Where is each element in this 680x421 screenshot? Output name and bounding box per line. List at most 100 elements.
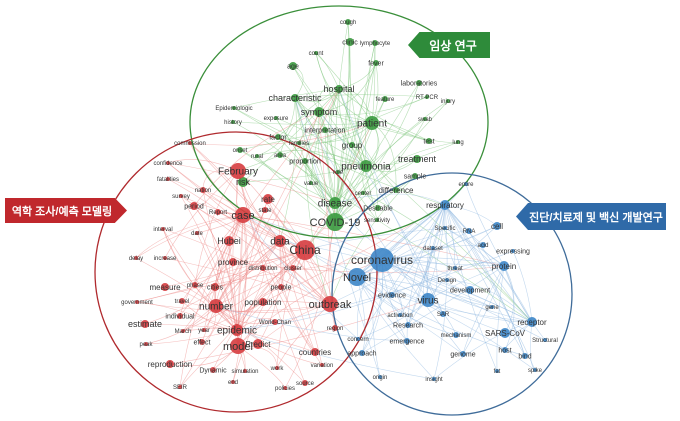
network-edge: [334, 118, 426, 223]
node-label: host: [498, 347, 511, 354]
network-node-epidemiology: simulation: [231, 369, 259, 375]
node-circle: [356, 337, 360, 341]
node-circle: [490, 305, 494, 309]
node-circle: [141, 320, 149, 328]
network-node-epidemiology: interval: [153, 227, 173, 233]
network-edge: [232, 121, 373, 125]
network-edge: [356, 276, 457, 336]
network-edge: [215, 305, 323, 366]
node-label: feature: [376, 97, 395, 103]
node-circle: [375, 205, 381, 211]
network-node-epidemiology: increase: [154, 256, 177, 262]
network-node-diagnosis: RNA: [463, 228, 476, 235]
network-node-clinical: symptom: [301, 107, 337, 117]
network-edge: [362, 192, 533, 323]
network-edge: [236, 214, 248, 331]
network-edge: [444, 204, 498, 372]
node-circle: [179, 194, 183, 198]
node-label: population: [245, 298, 282, 307]
node-circle: [432, 377, 436, 381]
network-edge: [242, 88, 340, 183]
node-circle: [230, 163, 246, 179]
node-label: RNA: [463, 229, 476, 235]
network-edge: [257, 240, 282, 345]
network-node-diagnosis: Design: [438, 278, 456, 284]
network-node-diagnosis: acid: [477, 242, 489, 249]
network-edge: [334, 41, 351, 204]
node-circle: [405, 322, 411, 328]
network-edge: [237, 249, 306, 347]
node-label: lung: [452, 140, 463, 146]
node-label: families: [289, 141, 309, 147]
node-circle: [421, 293, 435, 307]
network-node-clinical: test: [423, 138, 435, 145]
network-node-clinical: patient: [357, 116, 387, 130]
node-label: patient: [357, 119, 387, 130]
node-circle: [412, 173, 418, 179]
node-label: end: [228, 380, 238, 386]
node-circle: [200, 187, 206, 193]
network-node-epidemiology: Hubei: [217, 236, 241, 246]
network-edge: [427, 265, 505, 301]
node-label: sample: [404, 173, 427, 180]
network-node-diagnosis: respiratory: [426, 200, 464, 210]
node-label: distribution: [248, 266, 277, 272]
network-node-epidemiology: end: [228, 380, 238, 386]
node-label: acid: [477, 243, 488, 249]
network-edge: [294, 97, 336, 204]
network-edge: [233, 107, 446, 206]
network-edge: [444, 227, 533, 323]
node-circle: [360, 160, 372, 172]
network-edge: [179, 88, 340, 388]
node-circle: [255, 154, 259, 158]
network-node-epidemiology: SEIR: [173, 385, 188, 391]
node-label: province: [218, 258, 249, 267]
node-circle: [161, 283, 169, 291]
network-node-clinical: risk: [236, 177, 250, 187]
node-label: spike: [528, 368, 543, 374]
node-circle: [348, 268, 366, 286]
network-edge: [468, 230, 533, 323]
node-label: entire: [458, 182, 474, 188]
network-edge: [294, 94, 428, 99]
node-label: reproduction: [148, 360, 192, 369]
node-label: work: [270, 366, 285, 372]
network-node-epidemiology: survey: [172, 194, 190, 200]
network-node-epidemiology: China: [289, 240, 321, 260]
node-circle: [179, 298, 185, 304]
network-edge: [182, 249, 306, 332]
network-edge: [407, 204, 446, 326]
network-edge: [256, 155, 336, 223]
node-label: policies: [275, 386, 295, 392]
node-label: onset: [233, 148, 248, 154]
node-label: model: [223, 341, 253, 353]
network-edge: [167, 178, 331, 305]
node-circle: [274, 235, 286, 247]
network-edge: [203, 214, 244, 331]
network-edge: [338, 88, 444, 315]
node-label: increase: [154, 256, 177, 262]
network-node-clinical: disease: [318, 197, 353, 210]
node-label: group: [342, 141, 363, 150]
network-node-clinical: injury: [441, 99, 455, 105]
network-node-diagnosis: coronavirus: [351, 248, 413, 272]
network-node-epidemiology: February: [218, 163, 258, 179]
network-edge: [232, 249, 306, 383]
node-label: RT-PCR: [416, 95, 439, 101]
network-edge: [279, 88, 340, 156]
network-edge: [181, 300, 331, 313]
network-node-epidemiology: Dynamic: [199, 367, 227, 374]
node-circle: [243, 369, 247, 373]
network-node-diagnosis: development: [450, 286, 490, 294]
node-circle: [163, 256, 167, 260]
node-circle: [166, 177, 170, 181]
network-edge: [242, 214, 359, 340]
network-node-clinical: age: [287, 62, 299, 70]
network-node-clinical: history: [224, 120, 242, 126]
node-circle: [210, 367, 216, 373]
network-node-clinical: center: [355, 191, 371, 197]
network-edge: [162, 228, 217, 307]
network-edge: [444, 204, 526, 357]
network-edge: [275, 117, 367, 167]
node-circle: [231, 120, 235, 124]
